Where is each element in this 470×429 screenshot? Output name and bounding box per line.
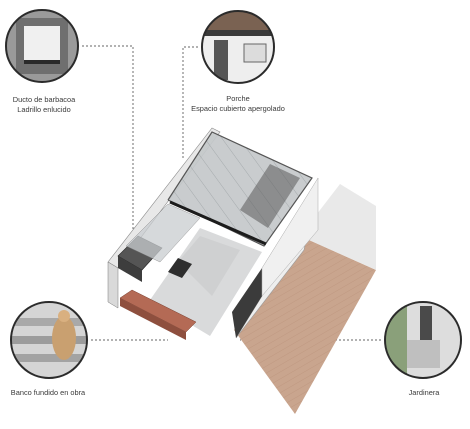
label-barbacoa: Ducto de barbacoa Ladrillo enlucido xyxy=(2,95,86,115)
detail-photo-barbacoa xyxy=(4,8,80,84)
bbq-duct-side xyxy=(118,256,142,282)
pergola-roof xyxy=(168,132,312,246)
label-banco: Banco fundido en obra xyxy=(0,388,96,398)
label-porche-line2: Espacio cubierto apergolado xyxy=(191,104,285,113)
interior-floor-shade xyxy=(178,236,240,296)
label-barbacoa-line2: Ladrillo enlucido xyxy=(17,105,71,114)
bench-base xyxy=(120,298,186,340)
label-jardinera-line1: Jardinera xyxy=(408,388,440,397)
label-jardinera: Jardinera xyxy=(394,388,454,398)
label-barbacoa-line1: Ducto de barbacoa xyxy=(12,95,76,104)
right-wall-dark-panel xyxy=(232,268,262,338)
detail-photo-porche xyxy=(200,9,276,85)
leader-line-barbacoa xyxy=(78,45,134,238)
detail-photo-banco xyxy=(9,300,89,380)
house-front-wall xyxy=(107,261,119,309)
deck-shadow xyxy=(300,184,376,270)
label-porche-line1: Porche xyxy=(226,94,250,103)
porch-glass-canopy xyxy=(125,203,201,263)
floor-grate xyxy=(168,258,192,278)
label-banco-line1: Banco fundido en obra xyxy=(10,388,86,397)
label-porche: Porche Espacio cubierto apergolado xyxy=(178,94,298,114)
pergola-beam xyxy=(169,200,267,246)
detail-photo-jardinera xyxy=(383,300,463,380)
right-wall-lower xyxy=(261,177,319,297)
brick-bench xyxy=(119,289,197,333)
pergola-roof-dark xyxy=(240,164,300,228)
